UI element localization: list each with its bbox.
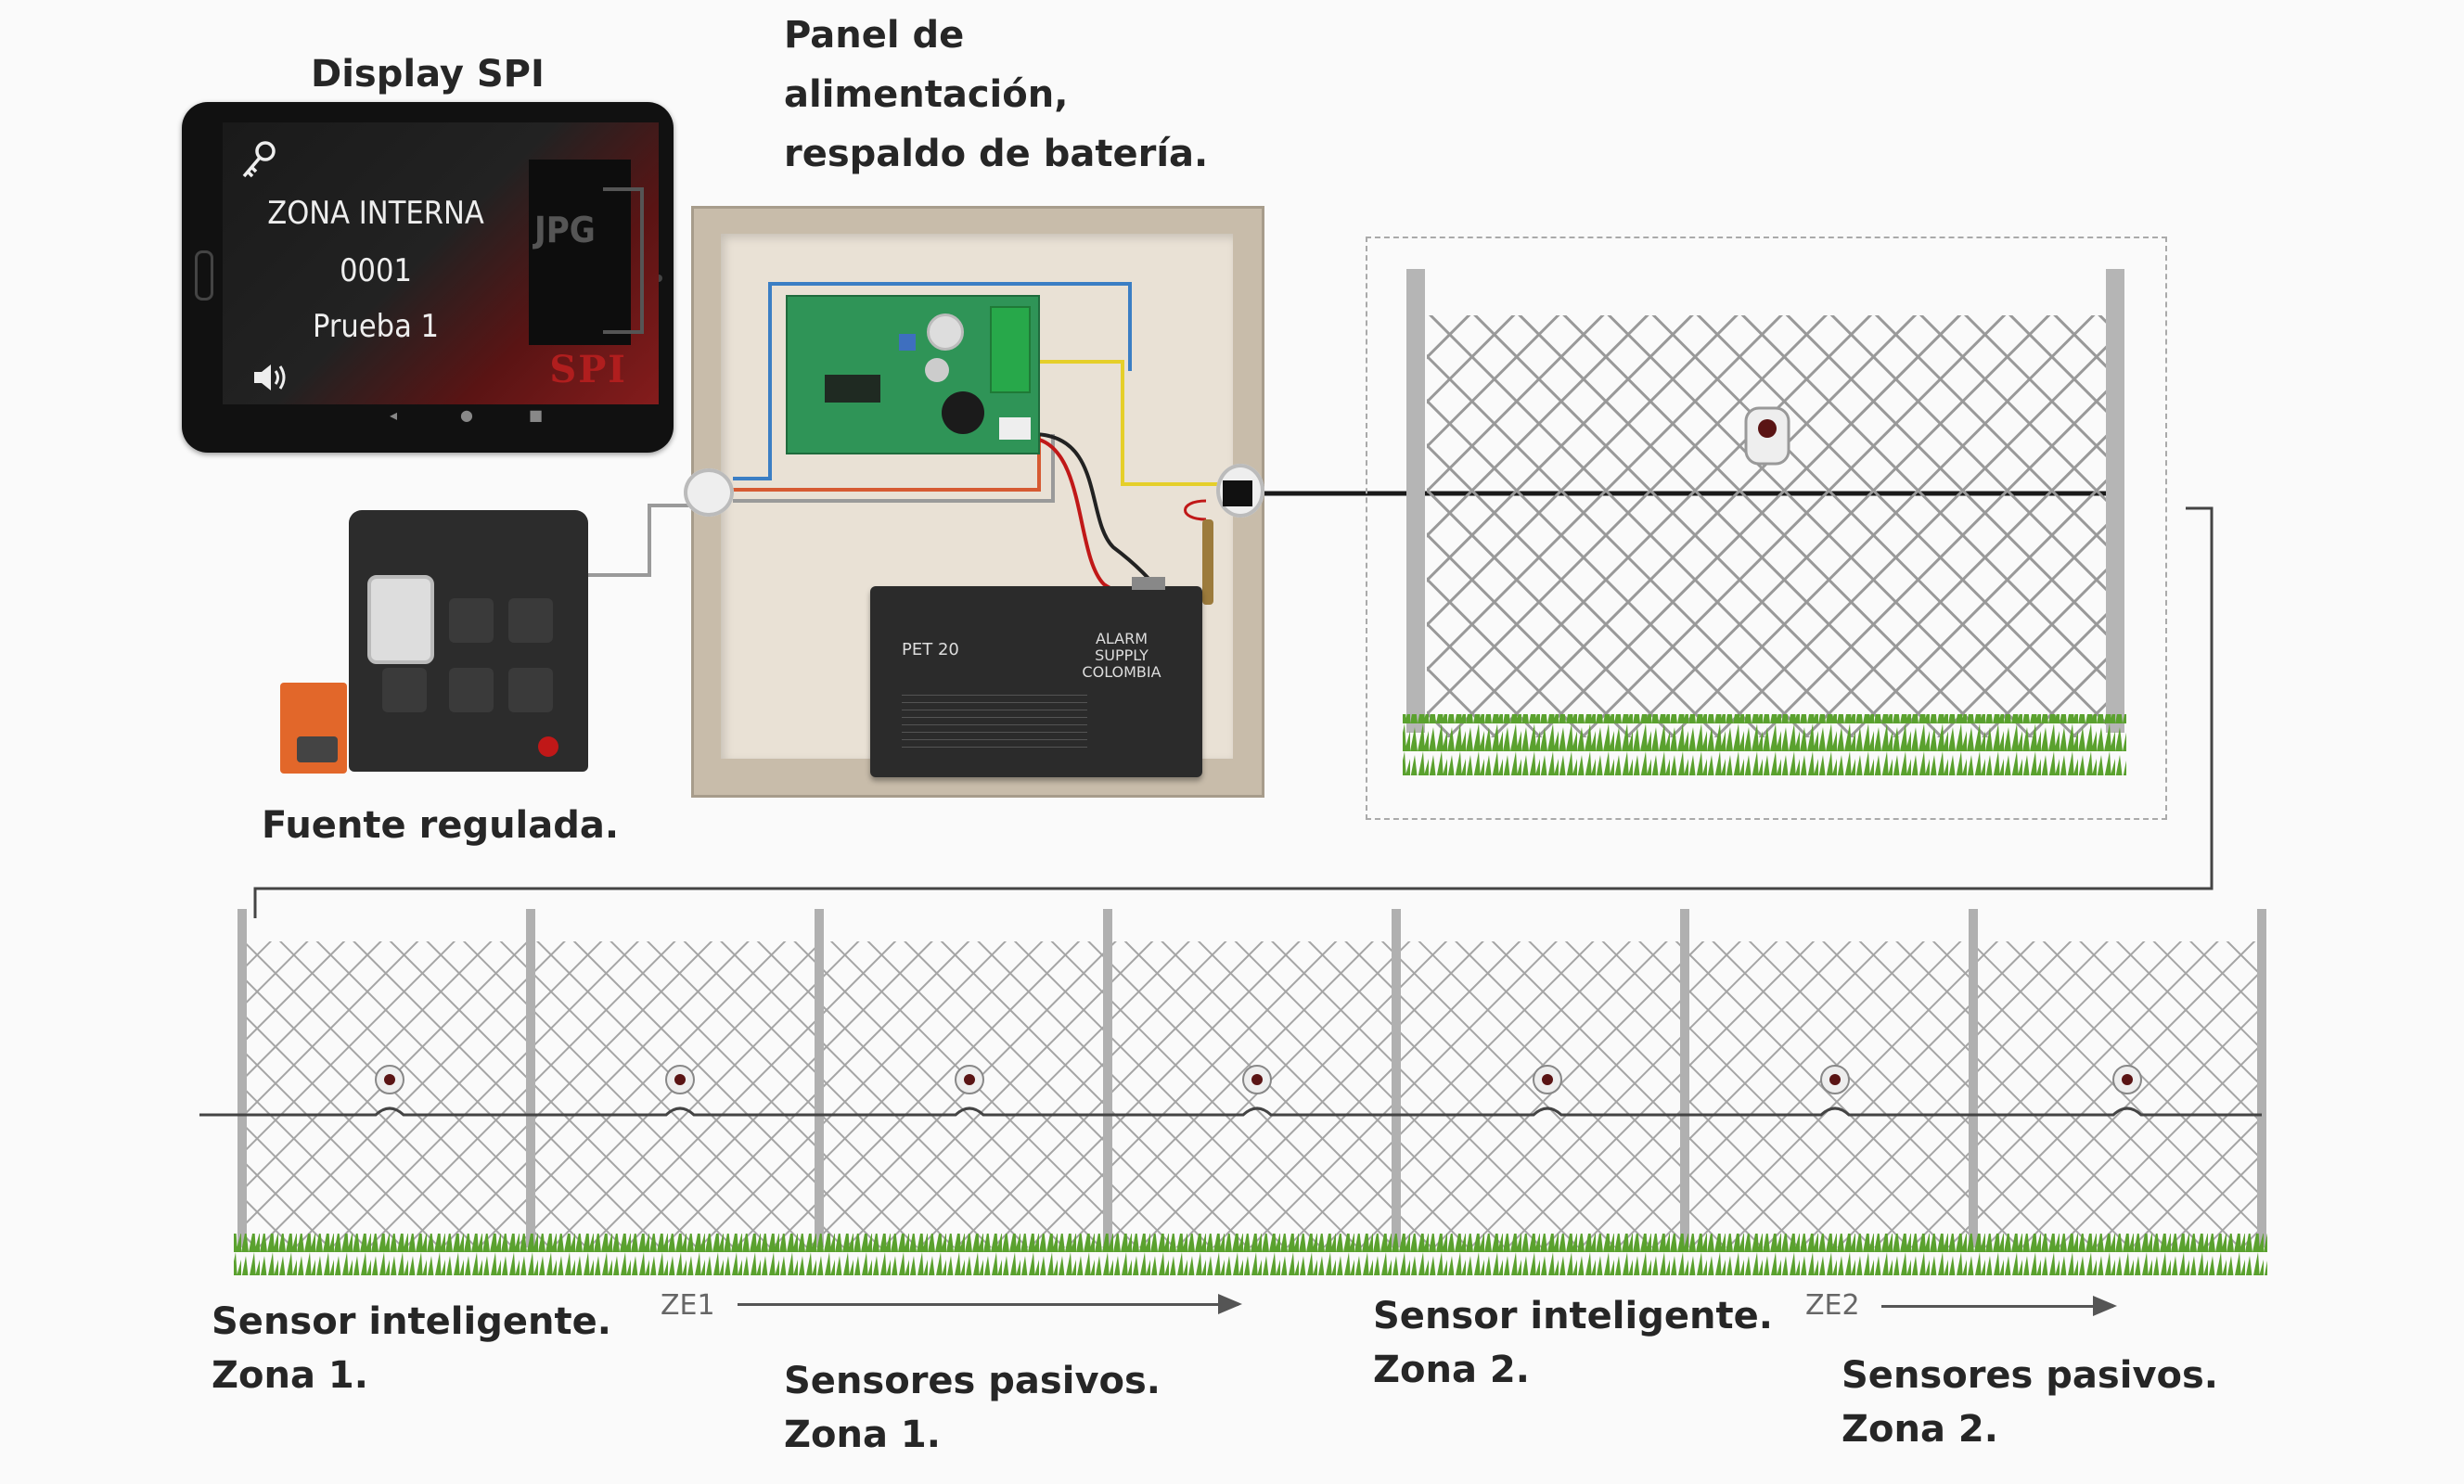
sensor-z2-line: Sensor inteligente.	[1373, 1295, 1773, 1337]
door-frame	[603, 187, 644, 334]
fence-long-wire	[199, 1107, 2262, 1117]
sensor-z2-line: Zona 2.	[1373, 1349, 1530, 1391]
outlet	[508, 598, 553, 643]
fence-long-grass	[234, 1234, 2267, 1275]
battery-terminal	[1132, 577, 1165, 590]
terminal-block	[990, 306, 1031, 393]
sensor-node	[955, 1065, 984, 1094]
capacitor	[925, 358, 949, 382]
ze1-tag: ZE1	[661, 1289, 715, 1322]
regulator-switch	[367, 575, 434, 664]
fence-post	[1103, 909, 1112, 1247]
home-icon: ●	[460, 406, 473, 424]
sensor-node	[375, 1065, 404, 1094]
wall-outlet	[280, 683, 347, 774]
fence-post	[237, 909, 247, 1247]
control-board	[786, 295, 1040, 454]
power-led	[538, 736, 558, 757]
outlet	[449, 598, 494, 643]
tablet-camera	[195, 250, 213, 301]
battery-model: PET 20	[902, 640, 959, 659]
pasivos-z2-line: Sensores pasivos.	[1842, 1354, 2218, 1397]
sensor-node	[1820, 1065, 1850, 1094]
sensor-z1-label: Sensor inteligente. Zona 1.	[212, 1295, 611, 1402]
battery-brand-line: COLOMBIA	[1082, 663, 1161, 681]
sensor-node	[1242, 1065, 1272, 1094]
pasivos-z1-line: Sensores pasivos.	[784, 1360, 1161, 1402]
fence-detail-frame	[1366, 237, 2167, 820]
left-cable-gland	[684, 468, 734, 517]
tablet-display: ZONA INTERNA 0001 Prueba 1 JPG SPI ◂ ● ■	[182, 102, 674, 453]
fuse-holder	[1202, 519, 1213, 605]
battery-brand: ALARM SUPPLY COLOMBIA	[1071, 631, 1173, 681]
wall-plug	[297, 736, 338, 762]
sensor-node	[2112, 1065, 2142, 1094]
battery-brand-line: ALARM	[1095, 630, 1149, 647]
fence-post	[815, 909, 824, 1247]
tablet-screen: ZONA INTERNA 0001 Prueba 1 JPG SPI ◂ ● ■	[223, 122, 659, 429]
panel-label-line: Panel de	[784, 14, 965, 57]
nav-bar: ◂ ● ■	[223, 404, 659, 429]
back-icon: ◂	[390, 406, 398, 424]
cable-connector	[1223, 480, 1252, 506]
ze2-arrow	[1881, 1296, 2117, 1316]
outlet	[382, 668, 427, 712]
sensor-node	[665, 1065, 695, 1094]
outlet	[449, 668, 494, 712]
pasivos-z2-label: Sensores pasivos. Zona 2.	[1842, 1349, 2218, 1456]
screen-code-text: 0001	[340, 252, 412, 289]
pasivos-z1-line: Zona 1.	[784, 1414, 941, 1456]
pasivos-z2-line: Zona 2.	[1842, 1408, 1998, 1451]
chip	[825, 375, 880, 403]
backup-battery: PET 20 ALARM SUPPLY COLOMBIA	[870, 577, 1202, 777]
key-icon	[239, 139, 278, 186]
sensor-z1-line: Sensor inteligente.	[212, 1300, 611, 1343]
door-logo: JPG	[529, 160, 644, 345]
pasivos-z1-label: Sensores pasivos. Zona 1.	[784, 1354, 1161, 1462]
fence-post	[1969, 909, 1978, 1247]
sensor-z1-line: Zona 1.	[212, 1354, 368, 1397]
recent-icon: ■	[529, 406, 544, 424]
battery-brand-line: SUPPLY	[1095, 646, 1149, 664]
display-label: Display SPI	[311, 53, 545, 96]
board-connector	[999, 417, 1031, 440]
buzzer	[942, 391, 984, 434]
fence-post	[526, 909, 535, 1247]
sensor-z2-label: Sensor inteligente. Zona 2.	[1373, 1289, 1773, 1397]
speaker-icon	[252, 362, 291, 397]
capacitor	[927, 313, 964, 351]
outlet	[508, 668, 553, 712]
voltage-regulator	[349, 510, 588, 772]
tablet-dot	[655, 275, 662, 282]
fence-post	[1680, 909, 1689, 1247]
panel-label: Panel de alimentación, respaldo de bater…	[784, 6, 1208, 184]
sensor-node	[1533, 1065, 1562, 1094]
ze2-tag: ZE2	[1805, 1289, 1860, 1322]
potentiometer	[899, 334, 916, 351]
spi-logo: SPI	[549, 348, 627, 391]
fuente-label: Fuente regulada.	[262, 804, 620, 847]
door-logo-text: JPG	[534, 210, 596, 250]
screen-zone-text: ZONA INTERNA	[267, 195, 484, 232]
fence-post	[1392, 909, 1401, 1247]
battery-fineprint	[902, 688, 1087, 753]
ze1-arrow	[738, 1294, 1242, 1314]
panel-label-line: alimentación,	[784, 73, 1069, 116]
fence-post	[2257, 909, 2266, 1247]
panel-label-line: respaldo de batería.	[784, 133, 1209, 175]
screen-test-text: Prueba 1	[313, 308, 439, 345]
fence-long-mesh	[243, 941, 2260, 1247]
